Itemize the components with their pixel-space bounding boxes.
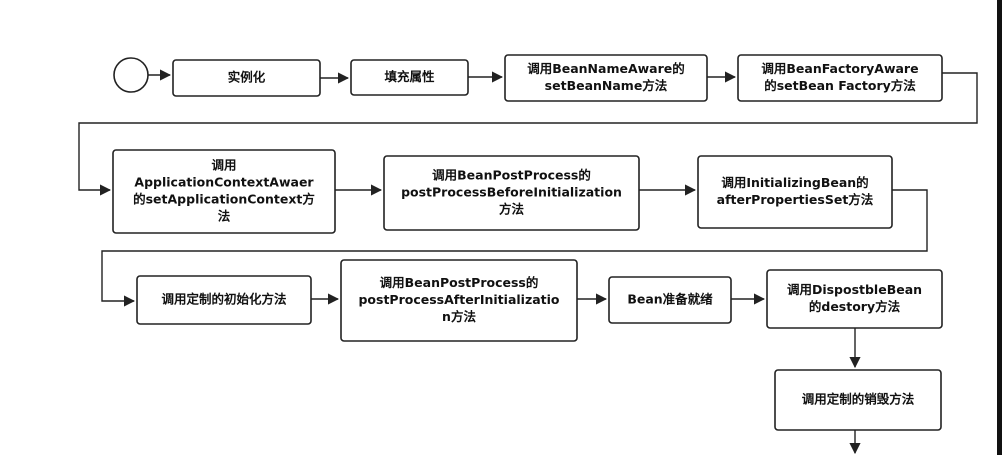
edge-bean-factory-aware-to-app-context-aware <box>78 72 978 196</box>
node-label: 填充属性 <box>384 69 435 84</box>
node-bean-name-aware: 调用BeanNameAware的 setBeanName方法 <box>504 54 708 102</box>
node-post-before: 调用BeanPostProcess的 postProcessBeforeIniti… <box>383 155 640 231</box>
node-label: Bean准备就绪 <box>627 292 713 307</box>
node-label: 调用BeanFactoryAware <box>761 61 918 76</box>
node-initializing-bean: 调用InitializingBean的 afterPropertiesSet方法 <box>697 155 893 229</box>
window-edge <box>997 0 1002 455</box>
node-label: 调用BeanNameAware的 <box>527 61 685 76</box>
node-label: 调用InitializingBean的 <box>721 175 868 190</box>
node-disposable-bean: 调用DispostbleBean 的destory方法 <box>766 269 943 329</box>
node-label: 调用 <box>211 158 236 173</box>
node-custom-init: 调用定制的初始化方法 <box>136 275 312 325</box>
node-box-app-context-aware <box>112 149 336 234</box>
node-box-initializing-bean <box>697 155 893 229</box>
node-box-disposable-bean <box>766 269 943 329</box>
start-node <box>113 57 149 93</box>
node-label: 调用定制的销毁方法 <box>802 392 915 407</box>
edge-initializing-bean-to-custom-init <box>101 189 928 307</box>
node-label: 调用BeanPostProcess的 <box>432 168 591 183</box>
node-label: postProcessBeforeInitialization <box>401 185 622 200</box>
node-populate: 填充属性 <box>350 59 469 96</box>
node-label: 的destory方法 <box>809 299 901 314</box>
node-box-bean-ready <box>608 276 732 324</box>
node-app-context-aware: 调用 ApplicationContextAwaer 的setApplication… <box>112 149 336 234</box>
node-label: 方法 <box>499 202 525 217</box>
node-label: setBeanName方法 <box>545 78 668 93</box>
node-post-after: 调用BeanPostProcess的 postProcessAfterInitia… <box>340 259 578 342</box>
node-box-post-before <box>383 155 640 231</box>
node-custom-destroy: 调用定制的销毁方法 <box>774 369 942 431</box>
node-label: 调用DispostbleBean <box>787 282 922 297</box>
node-box-custom-destroy <box>774 369 942 431</box>
node-box-custom-init <box>136 275 312 325</box>
node-label: 调用BeanPostProcess的 <box>380 275 539 290</box>
node-label: ApplicationContextAwaer <box>134 175 314 190</box>
node-bean-factory-aware: 调用BeanFactoryAware 的setBean Factory方法 <box>737 54 943 102</box>
node-box-bean-name-aware <box>504 54 708 102</box>
node-label: 调用定制的初始化方法 <box>161 292 287 307</box>
node-label: 的setApplicationContext方 <box>133 192 315 207</box>
node-label: 的setBean Factory方法 <box>764 78 916 93</box>
node-box-post-after <box>340 259 578 342</box>
node-label: 法 <box>218 209 231 224</box>
node-instantiate: 实例化 <box>172 59 321 97</box>
node-label: postProcessAfterInitializatio <box>358 292 559 307</box>
node-label: 实例化 <box>228 70 266 85</box>
node-label: n方法 <box>442 309 476 324</box>
node-box-bean-factory-aware <box>737 54 943 102</box>
node-box-instantiate <box>172 59 321 97</box>
node-box-populate <box>350 59 469 96</box>
node-bean-ready: Bean准备就绪 <box>608 276 732 324</box>
node-label: afterPropertiesSet方法 <box>717 192 874 207</box>
